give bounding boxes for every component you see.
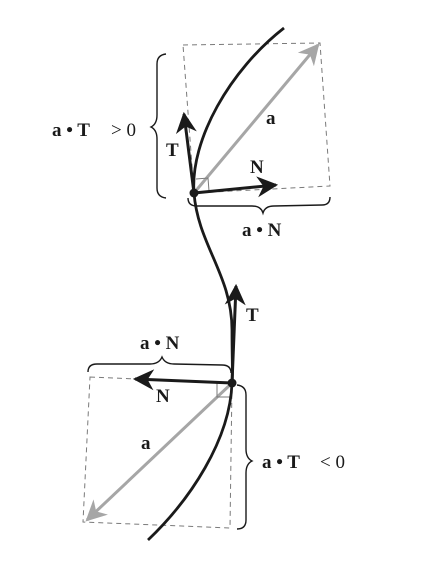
bottom-T-label: T (246, 305, 259, 326)
top-point (189, 188, 199, 198)
top-a-label: a (266, 108, 276, 129)
top-N-label: N (250, 157, 264, 178)
trajectory-curve (147, 26, 285, 542)
bottom-acceleration-vector (85, 381, 234, 522)
top-aN-brace (187, 196, 331, 216)
bottom-right-angle-marker (216, 382, 230, 398)
top-aT-relation: > 0 (111, 120, 136, 141)
bottom-point (227, 378, 237, 388)
top-tangent-vector (175, 111, 197, 194)
bottom-aN-brace (87, 355, 232, 374)
bottom-aT-brace (236, 384, 254, 530)
top-aT-brace (149, 53, 167, 199)
bottom-N-label: N (156, 386, 170, 407)
bottom-tangent-vector (224, 283, 246, 384)
bottom-a-label: a (141, 433, 151, 454)
top-acceleration-vector (192, 43, 320, 194)
top-aT-label: a • T (52, 120, 90, 141)
top-right-angle-marker (195, 177, 210, 192)
bottom-aT-label: a • T (262, 452, 300, 473)
bottom-normal-vector (132, 369, 233, 391)
bottom-aT-relation: < 0 (320, 452, 345, 473)
top-T-label: T (166, 140, 179, 161)
top-normal-vector (193, 176, 279, 198)
top-aN-label: a • N (242, 220, 282, 241)
top-dashed-box (182, 42, 331, 194)
bottom-aN-label: a • N (140, 333, 180, 354)
